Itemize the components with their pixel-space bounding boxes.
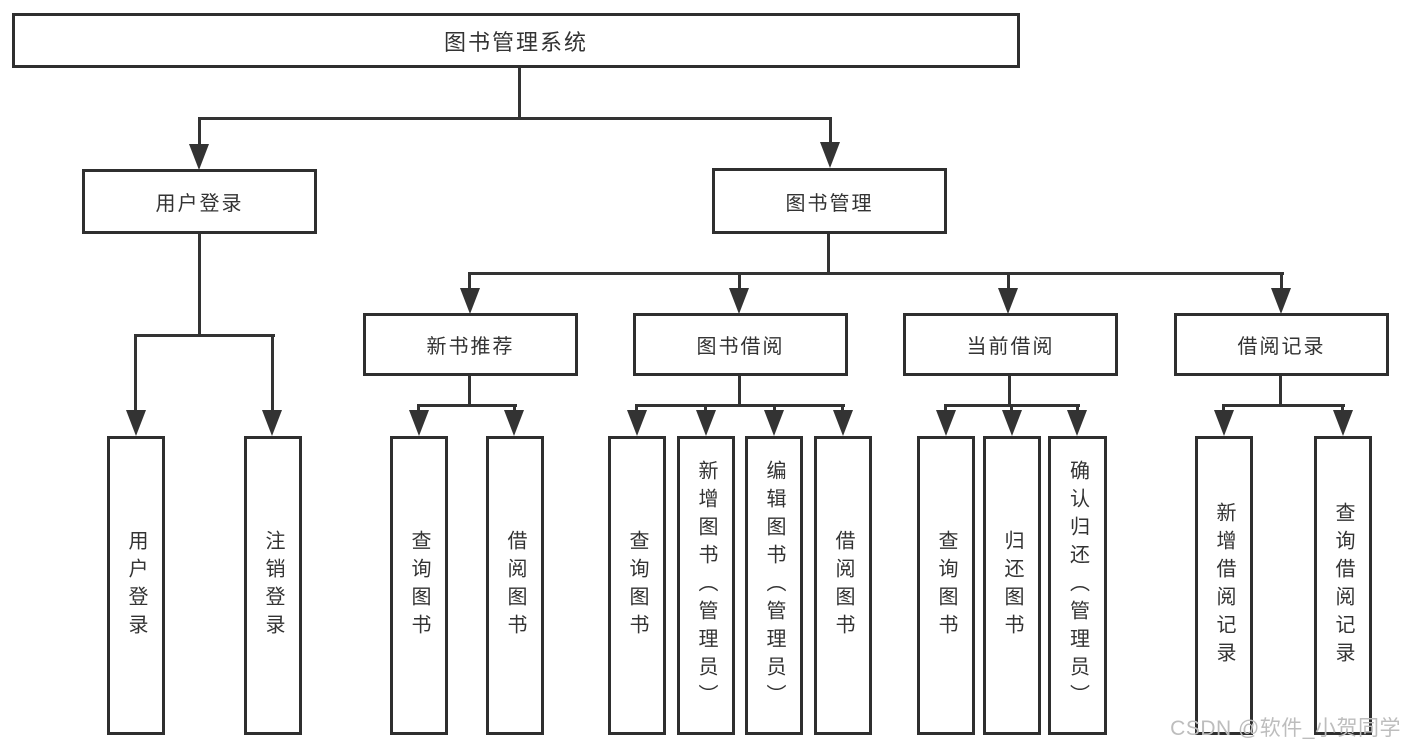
connector-to-new-book-line: [468, 272, 471, 292]
connector-book-borrow-stem: [738, 375, 741, 407]
connector-book-mgmt-hbar: [468, 272, 1284, 275]
leaf-query-book-under-current-borrowing: 查询图书: [917, 436, 975, 735]
node-current-borrowing: 当前借阅: [903, 313, 1118, 376]
connector-to-book-borrow-line: [738, 272, 741, 292]
connector-to-leaf-add-record-line: [1222, 404, 1225, 414]
connector-to-leaf-query3-line: [944, 404, 947, 414]
arrow-to-leaf-logout-icon: [262, 410, 282, 436]
node-book-management: 图书管理: [712, 168, 947, 234]
arrow-to-leaf-add-record-icon: [1214, 410, 1234, 436]
connector-to-leaf-query2-line: [635, 404, 638, 414]
connector-new-book-stem: [468, 375, 471, 407]
connector-to-borrow-record-line: [1280, 272, 1283, 292]
connector-to-book-mgmt-line: [829, 117, 832, 145]
arrow-to-leaf-return-icon: [1002, 410, 1022, 436]
node-book-borrowing: 图书借阅: [633, 313, 848, 376]
connector-root-stem: [518, 68, 521, 119]
leaf-borrow-book-under-book-borrowing: 借阅图书: [814, 436, 872, 735]
node-library-system: 图书管理系统: [12, 13, 1020, 68]
node-new-book-recommend: 新书推荐: [363, 313, 578, 376]
connector-to-leaf-query-record-line: [1341, 404, 1344, 414]
connector-new-book-hbar: [417, 404, 517, 407]
leaf-return-book: 归还图书: [983, 436, 1041, 735]
leaf-user-login: 用户登录: [107, 436, 165, 735]
arrow-to-leaf-confirm-icon: [1067, 410, 1087, 436]
leaf-borrow-book-under-new-book: 借阅图书: [486, 436, 544, 735]
leaf-add-borrow-record: 新增借阅记录: [1195, 436, 1253, 735]
arrow-to-leaf-borrow2-icon: [833, 410, 853, 436]
arrow-to-leaf-borrow1-icon: [504, 410, 524, 436]
arrow-to-new-book-icon: [460, 288, 480, 314]
arrow-to-leaf-query3-icon: [936, 410, 956, 436]
arrow-to-leaf-query2-icon: [627, 410, 647, 436]
node-borrowing-records: 借阅记录: [1174, 313, 1389, 376]
connector-book-mgmt-stem: [827, 233, 830, 275]
connector-to-leaf-return-line: [1010, 404, 1013, 414]
connector-to-leaf-edit-book-line: [773, 404, 776, 414]
connector-to-leaf-confirm-line: [1076, 404, 1079, 414]
leaf-query-book-under-book-borrowing: 查询图书: [608, 436, 666, 735]
node-user-login: 用户登录: [82, 169, 317, 234]
connector-user-login-stem: [198, 233, 201, 337]
arrow-to-leaf-query1-icon: [409, 410, 429, 436]
connector-to-leaf-logout-line: [271, 334, 274, 414]
leaf-query-borrow-record: 查询借阅记录: [1314, 436, 1372, 735]
leaf-edit-book-admin: 编辑图书（管理员）: [745, 436, 803, 735]
leaf-confirm-return-admin: 确认归还（管理员）: [1048, 436, 1107, 735]
connector-root-hbar: [198, 117, 832, 120]
connector-borrow-record-stem: [1279, 375, 1282, 407]
arrow-to-book-borrow-icon: [729, 288, 749, 314]
arrow-to-user-login-icon: [189, 144, 209, 170]
leaf-add-book-admin: 新增图书（管理员）: [677, 436, 735, 735]
connector-to-leaf-user-login-line: [134, 334, 137, 414]
connector-to-leaf-borrow2-line: [841, 404, 844, 414]
leaf-logout: 注销登录: [244, 436, 302, 735]
connector-to-user-login-line: [198, 117, 201, 147]
leaf-query-book-under-new-book: 查询图书: [390, 436, 448, 735]
connector-to-current-borrow-line: [1007, 272, 1010, 292]
csdn-watermark: CSDN @软件_小贺同学: [1170, 717, 1401, 740]
connector-current-borrow-stem: [1008, 375, 1011, 407]
arrow-to-leaf-query-record-icon: [1333, 410, 1353, 436]
arrow-to-leaf-edit-book-icon: [764, 410, 784, 436]
connector-borrow-record-hbar: [1222, 404, 1345, 407]
arrow-to-current-borrow-icon: [998, 288, 1018, 314]
arrow-to-book-mgmt-icon: [820, 142, 840, 168]
connector-to-leaf-add-book-line: [704, 404, 707, 414]
arrow-to-borrow-record-icon: [1271, 288, 1291, 314]
connector-user-login-hbar: [134, 334, 275, 337]
arrow-to-leaf-user-login-icon: [126, 410, 146, 436]
arrow-to-leaf-add-book-icon: [696, 410, 716, 436]
connector-book-borrow-hbar: [635, 404, 845, 407]
connector-to-leaf-query1-line: [417, 404, 420, 414]
connector-to-leaf-borrow1-line: [513, 404, 516, 414]
